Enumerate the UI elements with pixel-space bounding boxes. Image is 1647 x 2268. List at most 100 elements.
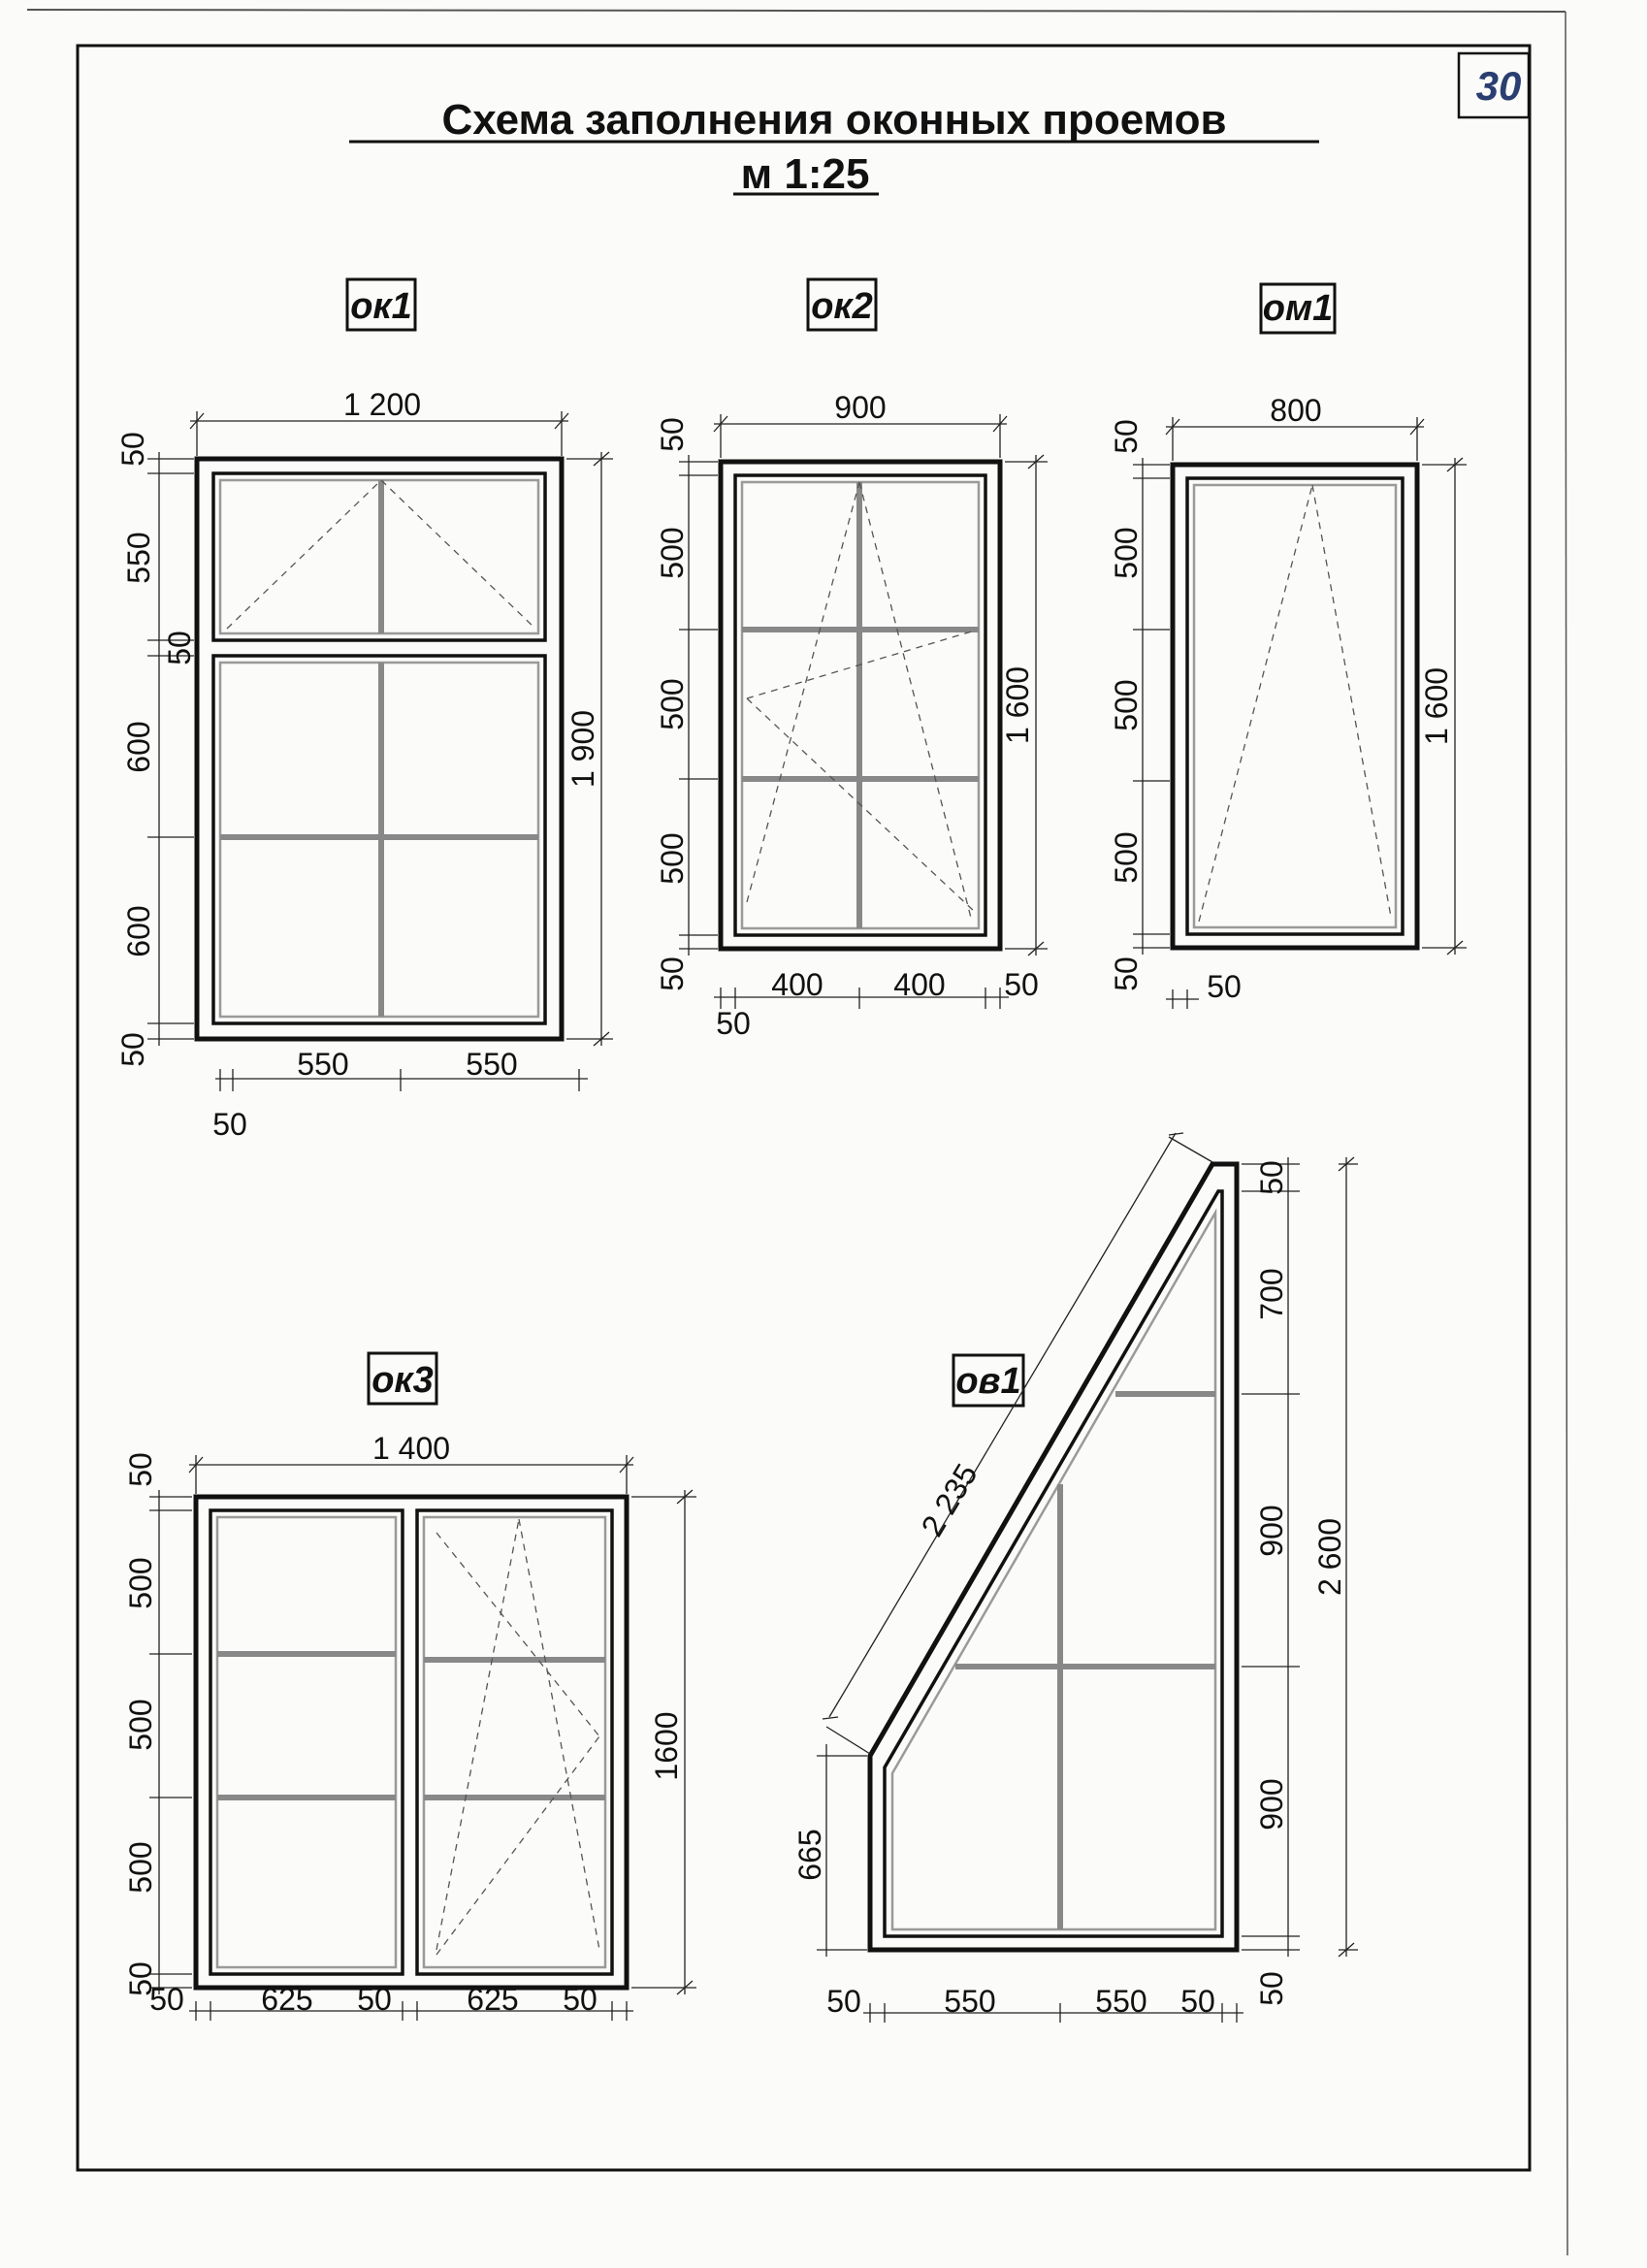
- window-ok2: ок2 900 1 600 50 500 500 500 50: [655, 277, 1048, 1041]
- ov1-height: 2 600: [1312, 1518, 1347, 1596]
- dim-text: 50: [1109, 419, 1144, 454]
- dim-text: 500: [655, 832, 690, 884]
- om1-sash: [1185, 476, 1405, 936]
- dim-text: 50: [1254, 1160, 1289, 1195]
- dim-text: 50: [357, 1982, 392, 2017]
- ov1-sash: [883, 1189, 1224, 1938]
- label-box-ok3: [367, 1351, 438, 1406]
- dim-text: 625: [467, 1982, 518, 2017]
- page-number-box: [1457, 51, 1531, 119]
- tick: [1409, 418, 1425, 436]
- om1-height: 1 600: [1419, 667, 1454, 745]
- dim-text: 50: [1004, 967, 1039, 1002]
- dim-text: 500: [1109, 679, 1144, 730]
- ok1-width: 1 200: [343, 387, 421, 422]
- tick: [189, 412, 205, 430]
- sheet-edge-top: [26, 9, 1566, 13]
- dim-text: 50: [716, 1006, 751, 1041]
- tick: [619, 1456, 634, 1474]
- dim-text: 50: [149, 1982, 184, 2017]
- om1-opening-line: [1198, 484, 1313, 923]
- drawing-frame: [76, 44, 1532, 2172]
- window-ok3: ок3 1 400 1600 50 500 500: [123, 1351, 696, 2021]
- dim-line: [828, 1132, 1177, 1718]
- ok2-opening-line: [746, 481, 860, 903]
- tick: [1165, 418, 1180, 436]
- dim-text: 550: [121, 532, 156, 583]
- tick: [822, 1716, 839, 1720]
- sheet-edge-right: [1565, 11, 1568, 2256]
- dim-text: 50: [1254, 1971, 1289, 2006]
- dim-text: 50: [162, 631, 197, 665]
- label-ok1: ок1: [350, 286, 412, 327]
- dim-text: 500: [655, 527, 690, 578]
- dim-text: 500: [655, 678, 690, 729]
- ok1-frame: [194, 456, 565, 1042]
- dim-text: 50: [1207, 969, 1242, 1004]
- ok3-opening-line: [436, 1518, 520, 1951]
- window-ov1: ов1 2 235 665 50 700 900 900 50: [792, 1132, 1358, 2023]
- label-box-ok2: [806, 277, 878, 332]
- tick: [188, 1456, 204, 1474]
- sheet-title: Схема заполнения оконных проемов: [441, 96, 1226, 144]
- ov1-glass: [890, 1208, 1217, 1931]
- ok2-opening-line: [746, 697, 976, 913]
- om1-glass: [1192, 483, 1398, 929]
- dim-text: 625: [261, 1982, 312, 2017]
- dim-text: 900: [1254, 1505, 1289, 1556]
- dim-text: 50: [123, 1452, 158, 1487]
- dim-text: 550: [466, 1047, 517, 1082]
- ov1-left-height: 665: [792, 1829, 827, 1880]
- ok3-height: 1600: [649, 1711, 684, 1780]
- ok1-top-sash: [211, 471, 547, 642]
- tick: [593, 451, 610, 467]
- ov1-frame: [867, 1161, 1240, 1953]
- dim-text: 900: [1254, 1778, 1289, 1830]
- tick: [676, 1489, 694, 1505]
- tick: [1338, 1942, 1355, 1958]
- ok2-height: 1 600: [1000, 666, 1035, 744]
- ok3-right-sash: [415, 1508, 614, 1976]
- tick: [554, 412, 569, 430]
- ext-line: [1168, 1136, 1213, 1163]
- om1-frame: [1170, 462, 1420, 951]
- ok2-sash: [733, 473, 987, 937]
- ov1-diagonal: 2 235: [915, 1458, 985, 1542]
- label-ok2: ок2: [811, 286, 873, 327]
- dim-text: 500: [1109, 831, 1144, 883]
- dim-text: 500: [123, 1557, 158, 1608]
- dim-text: 50: [115, 432, 150, 467]
- label-box-ov1: [952, 1353, 1025, 1408]
- dim-text: 600: [121, 905, 156, 956]
- tick: [1168, 1132, 1184, 1136]
- ok1-bottom-sash: [211, 654, 547, 1025]
- ok3-opening-line: [436, 1735, 600, 1956]
- ok3-left-sash: [209, 1508, 404, 1976]
- window-ok1: ок1 1 200 1 900 50 550: [115, 277, 613, 1142]
- tick: [1446, 457, 1464, 472]
- dim-text: 50: [563, 1982, 597, 2017]
- dim-text: 50: [655, 417, 690, 452]
- dim-text: 500: [123, 1841, 158, 1893]
- tick: [1027, 941, 1045, 956]
- ok1-opening-line: [380, 479, 536, 630]
- ok3-right-glass: [422, 1515, 607, 1969]
- tick: [676, 1980, 694, 1995]
- ok3-opening-line: [518, 1518, 600, 1951]
- ext-line: [825, 1726, 871, 1755]
- dim-text: 50: [123, 1961, 158, 1996]
- ok3-opening-line: [436, 1532, 600, 1737]
- dim-text: 400: [771, 967, 823, 1002]
- ok1-opening-line: [226, 479, 382, 630]
- label-ok3: ок3: [371, 1360, 434, 1401]
- ok2-opening-line: [746, 630, 976, 699]
- ok3-left-glass: [215, 1515, 398, 1969]
- label-ov1: ов1: [955, 1361, 1020, 1402]
- dim-text: 550: [944, 1984, 995, 2019]
- label-box-ok1: [345, 277, 417, 332]
- dim-text: 50: [115, 1032, 150, 1067]
- tick: [992, 415, 1008, 433]
- dim-text: 600: [121, 721, 156, 772]
- tick: [1446, 940, 1464, 956]
- label-box-om1: [1259, 282, 1337, 335]
